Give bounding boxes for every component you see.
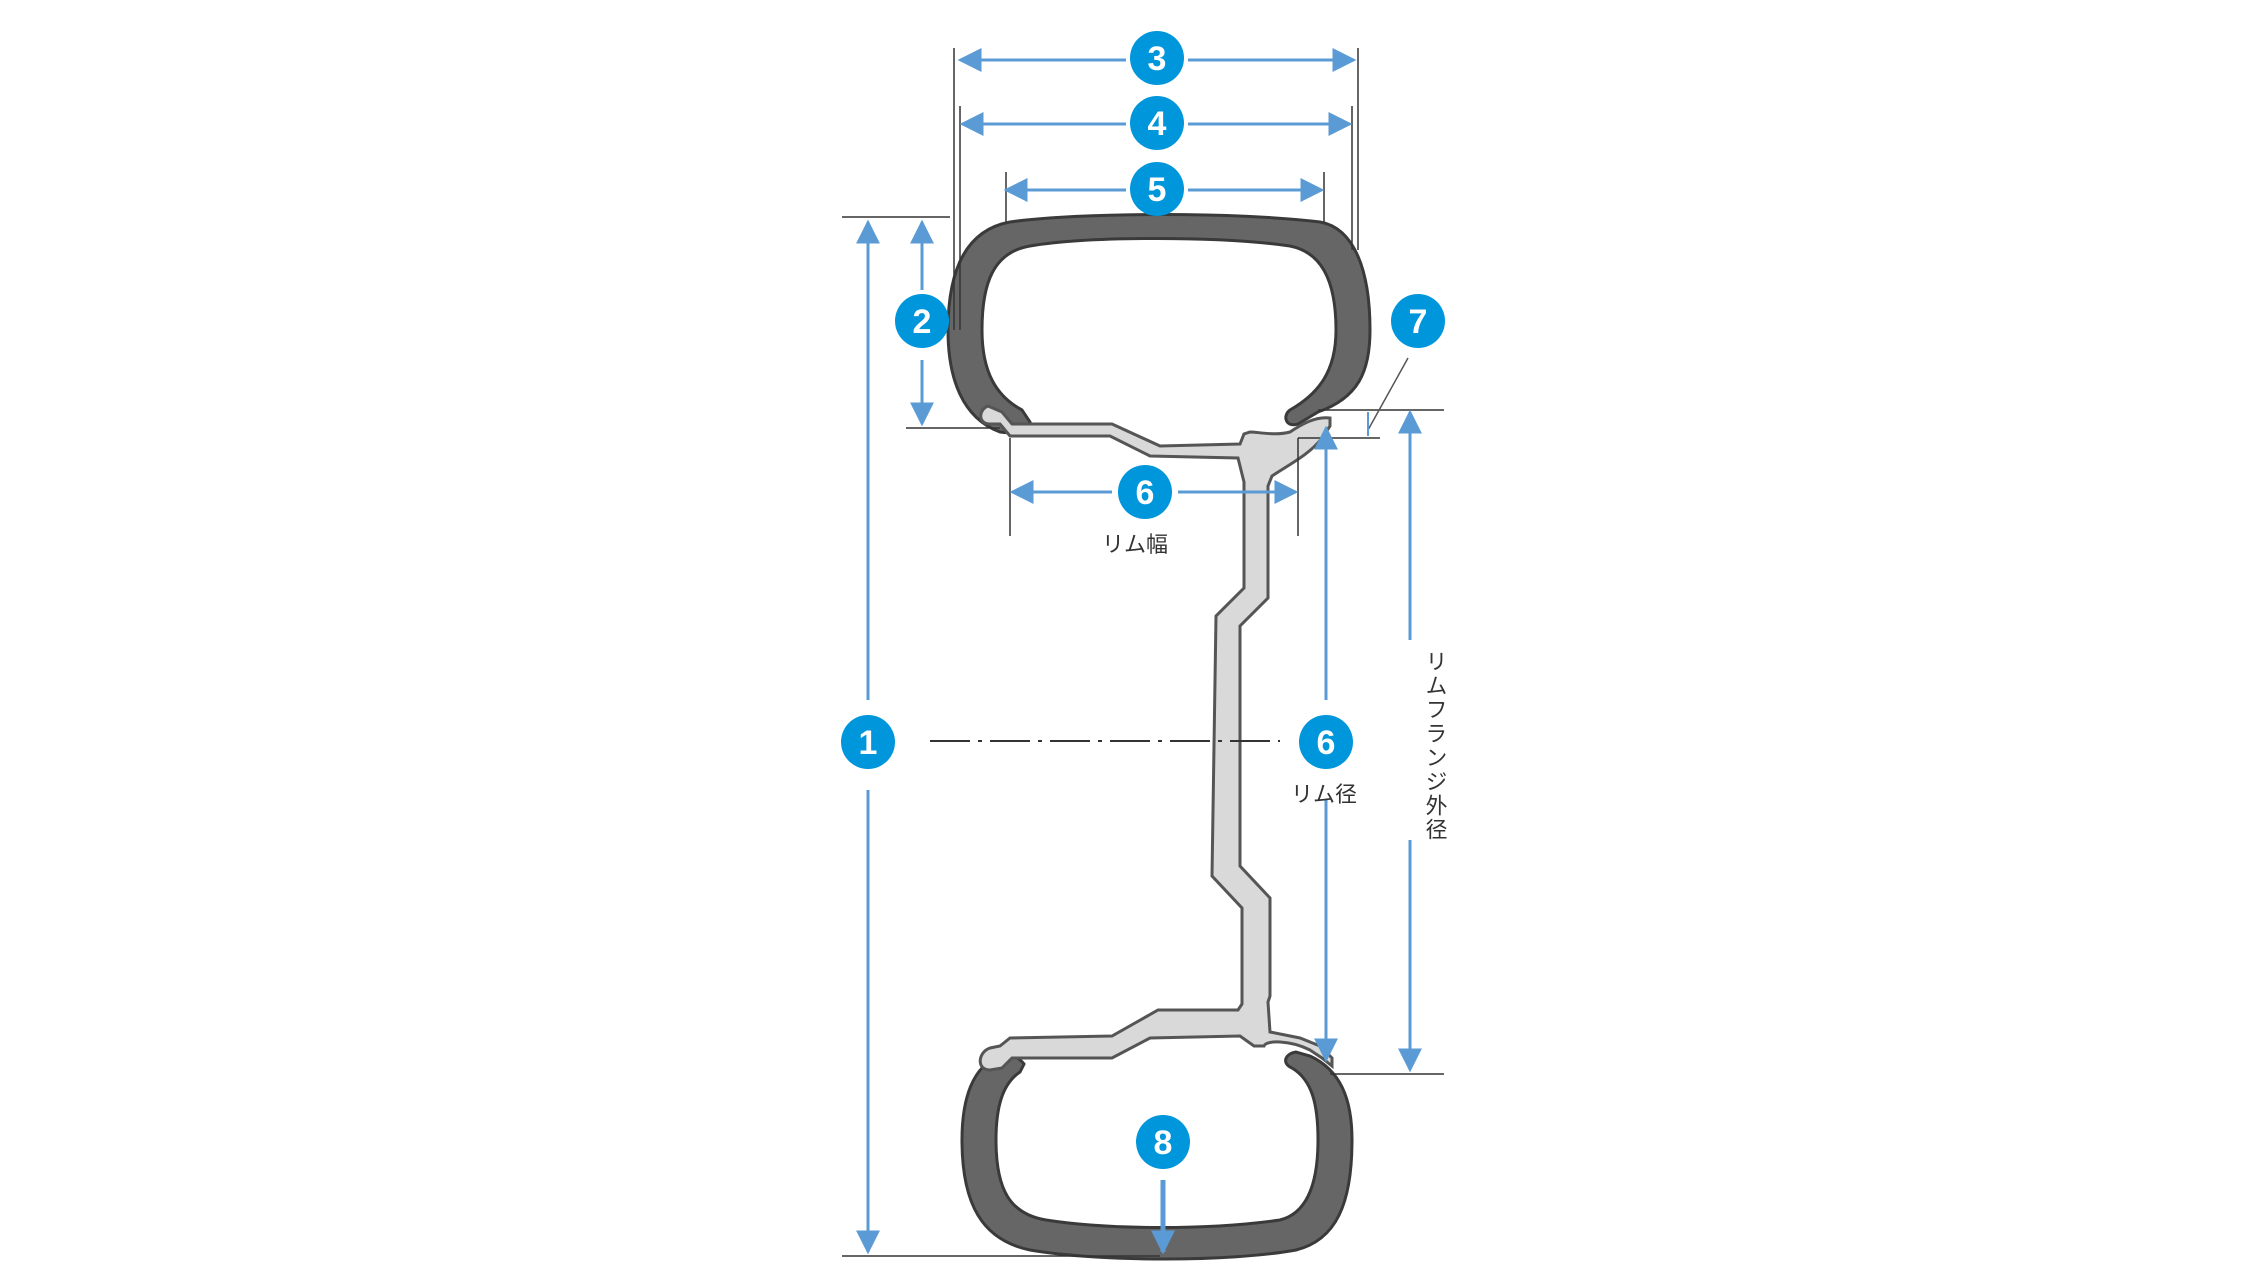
svg-text:4: 4	[1148, 105, 1167, 143]
svg-text:5: 5	[1148, 171, 1167, 209]
badge-5: 5	[1130, 162, 1184, 216]
badge-6-diameter: 6	[1299, 715, 1353, 769]
svg-text:6: 6	[1317, 724, 1336, 762]
badge-2: 2	[895, 294, 949, 348]
label-rim-flange-outer-diameter: リムフランジ外径	[1422, 650, 1448, 842]
svg-text:7: 7	[1409, 303, 1428, 341]
tire-cross-section-lower	[960, 1050, 1354, 1261]
badge-4: 4	[1130, 96, 1184, 150]
svg-text:3: 3	[1148, 40, 1167, 78]
svg-text:2: 2	[913, 303, 932, 341]
leader-line-7	[1367, 357, 1409, 431]
badge-8: 8	[1136, 1115, 1190, 1169]
svg-text:1: 1	[859, 724, 878, 762]
svg-text:6: 6	[1136, 474, 1155, 512]
wheel-rim-cross-section	[978, 404, 1334, 1072]
tire-cross-section-upper	[946, 213, 1372, 435]
badge-7: 7	[1391, 294, 1445, 348]
label-rim-diameter: リム径	[1291, 783, 1357, 808]
label-rim-width: リム幅	[1102, 533, 1168, 558]
badge-6-width: 6	[1118, 465, 1172, 519]
svg-text:8: 8	[1154, 1124, 1173, 1162]
badge-3: 3	[1130, 31, 1184, 85]
badge-1: 1	[841, 715, 895, 769]
